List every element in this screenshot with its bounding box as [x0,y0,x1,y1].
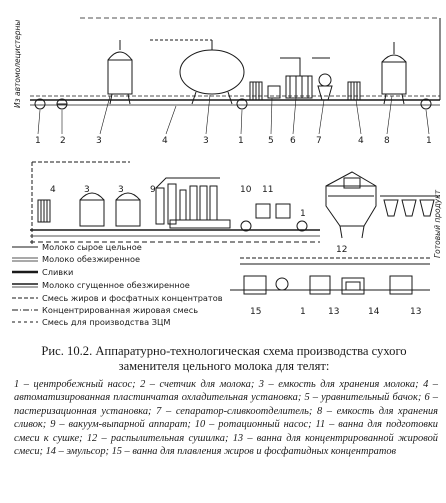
milk-tank-3-a [107,40,133,105]
label-10: 10 [240,185,252,195]
label-4b: 4 [358,136,364,146]
label-1: 1 [35,136,41,146]
legend-fat-phosphate: Смесь жиров и фосфатных концентратов [42,293,223,303]
legend-concentrated-fat: Концентрированная жировая смесь [42,305,198,315]
vacuum-evaporator-9 [155,177,231,229]
legend-raw-milk: Молоко сырое цельное [42,242,142,252]
side-label-product: Готовый продукт [433,189,442,258]
plate-cooler-4-a [249,81,263,101]
milk-tank-3-b [79,192,105,227]
pasteurizer-6 [280,57,330,99]
milk-tank-3-c [115,192,141,227]
label-9: 9 [150,185,156,195]
emulsor-14 [341,277,365,295]
side-label-tanker: Из автомоле­цистерны [13,20,22,108]
pump-1-b [236,98,248,110]
label-11: 11 [262,185,273,195]
label-7: 7 [316,136,322,146]
label-13: 13 [328,307,339,317]
middle-row-equipment: Готовый продукт 4 3 3 9 10 11 1 12 [30,161,442,258]
label-1c: 1 [426,136,432,146]
caption-line-1: Рис. 10.2. Аппаратурно-технологическая с… [41,344,407,358]
label-1d: 1 [300,209,306,219]
mix-bath-11-a [255,203,271,219]
legend-zcm-mix: Смесь для производства ЗЦМ [42,317,170,327]
label-8: 8 [384,136,390,146]
pump-1-d [296,220,308,232]
plate-cooler-4-b [347,81,361,101]
figure-caption: Рис. 10.2. Аппаратурно-технологическая с… [14,344,434,374]
label-3b: 3 [203,136,209,146]
legend-skim-milk: Молоко обезжиренное [42,254,140,264]
label-3c: 3 [84,185,90,195]
top-row-equipment: Из автомоле­цистерны [13,17,441,146]
label-6: 6 [290,136,296,146]
balance-tank-5 [267,85,281,99]
fat-mix-section: 15 1 13 14 13 [230,257,430,317]
cream-tank-8 [381,42,407,105]
label-14: 14 [368,307,380,317]
label-12: 12 [336,245,347,255]
fat-melting-bath-15 [243,275,267,295]
mix-bath-11-b [275,203,291,219]
label-5: 5 [268,136,274,146]
label-2: 2 [60,136,66,146]
pump-1-c [420,98,432,110]
fat-mix-bath-13-b [389,275,413,295]
line-legend: Молоко сырое цельное Молоко обезжиренное… [12,242,223,327]
label-13b: 13 [410,307,421,317]
caption-line-2: заменителя цельного молока для телят: [118,359,330,373]
label-3d: 3 [118,185,124,195]
label-1b: 1 [238,136,244,146]
label-4: 4 [162,136,168,146]
equipment-key: 1 – центробежный насос; 2 – счетчик для … [14,379,438,458]
milk-tank-3-sphere [150,39,245,105]
pump-1-a [34,98,46,110]
rotary-pump-10 [240,220,252,232]
legend-cream: Сливки [42,267,73,277]
process-flow-diagram: Из автомоле­цистерны [12,17,442,327]
pump-1-e [275,277,289,291]
label-3: 3 [96,136,102,146]
label-15: 15 [250,307,261,317]
fat-mix-bath-13-a [309,275,331,295]
plate-cooler-4-c [37,199,51,223]
spray-dryer-12 [325,171,440,239]
separator-7 [317,73,333,101]
label-1e: 1 [300,307,306,317]
label-4c: 4 [50,185,56,195]
legend-condensed-skim: Молоко сгущенное обезжиренное [42,280,190,290]
